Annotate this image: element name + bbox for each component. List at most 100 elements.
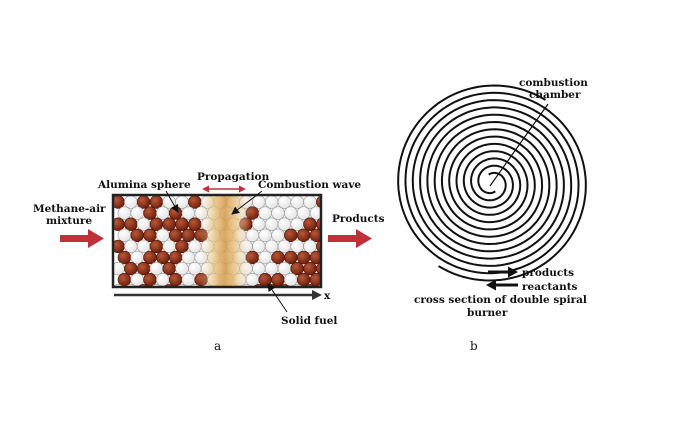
solid-fuel-sphere — [143, 273, 157, 286]
solid-fuel-sphere — [296, 273, 311, 286]
reactants-label: reactants — [522, 281, 578, 293]
alumina-sphere — [303, 239, 317, 254]
alumina-sphere — [252, 239, 266, 254]
alumina-sphere — [252, 196, 266, 209]
solid-fuel-sphere — [271, 273, 285, 286]
solid-fuel-sphere — [117, 273, 132, 286]
solid-fuel-sphere — [323, 273, 336, 286]
alumina-sphere — [258, 206, 272, 220]
alumina-sphere — [271, 206, 285, 220]
products-label: Products — [332, 213, 385, 225]
solid-fuel-sphere — [149, 217, 164, 231]
alumina-sphere — [271, 228, 285, 243]
alumina-sphere — [126, 284, 136, 286]
solid-fuel-sphere — [296, 228, 311, 243]
alumina-sphere — [177, 284, 187, 286]
combustion-wave-label: Combustion wave — [258, 179, 361, 191]
solid-fuel-sphere — [290, 261, 304, 276]
panel-a: Methane-air mixture Alumina sphere Propa… — [33, 171, 385, 353]
solid-fuel-sphere — [143, 206, 157, 220]
spiral-channel-1 — [404, 91, 587, 282]
solid-fuel-sphere — [309, 273, 320, 286]
solid-fuel-sphere — [143, 250, 157, 265]
alumina-sphere — [124, 239, 138, 254]
alumina-sphere — [175, 261, 189, 276]
solid-fuel-sphere — [162, 217, 176, 231]
alumina-sphere — [117, 206, 132, 220]
solid-fuel-sphere — [336, 251, 349, 264]
solid-fuel-sphere — [175, 239, 189, 254]
solid-fuel-sphere — [143, 228, 157, 243]
alumina-label: Alumina sphere — [97, 179, 191, 191]
bed-border — [111, 193, 323, 289]
solid-fuel-sphere — [329, 262, 342, 275]
propagation-arrow — [202, 185, 246, 193]
alumina-sphere — [264, 217, 279, 231]
alumina-sphere — [156, 228, 170, 243]
alumina-sphere — [296, 206, 311, 220]
alumina-sphere — [117, 228, 132, 243]
alumina-sphere — [175, 196, 189, 209]
alumina-sphere — [258, 250, 272, 265]
alumina-sphere — [264, 261, 279, 276]
inlet-label-line1: Methane-air — [33, 203, 106, 215]
alumina-sphere — [277, 196, 292, 209]
solid-fuel-sphere — [168, 228, 183, 243]
panel-a-caption: a — [214, 339, 221, 353]
solid-fuel-sphere — [175, 217, 189, 231]
alumina-sphere — [188, 239, 202, 254]
chamber-label-line2: chamber — [529, 89, 581, 101]
solid-fuel-sphere — [329, 196, 342, 209]
alumina-sphere — [252, 261, 266, 276]
alumina-sphere — [130, 250, 144, 265]
alumina-sphere — [151, 284, 162, 286]
inlet-arrow — [60, 229, 104, 248]
solid-fuel-sphere — [149, 196, 164, 209]
solid-fuel-sphere — [181, 228, 196, 243]
solid-fuel-sphere — [254, 284, 264, 286]
solid-fuel-sphere — [309, 228, 320, 242]
outlet-arrow — [328, 229, 372, 248]
alumina-sphere — [130, 273, 144, 286]
solid-fuel-sphere — [164, 284, 174, 286]
solid-fuel-sphere — [168, 273, 183, 286]
alumina-sphere — [124, 196, 138, 209]
alumina-sphere — [323, 251, 336, 264]
solid-fuel-sphere — [279, 284, 290, 286]
x-axis — [114, 290, 322, 300]
solid-fuel-sphere — [305, 284, 315, 286]
solid-fuel-sphere — [316, 240, 320, 253]
alumina-sphere — [290, 196, 304, 209]
solid-fuel-sphere — [188, 196, 202, 209]
panel-b-caption: b — [470, 339, 478, 353]
alumina-sphere — [277, 239, 292, 254]
alumina-sphere — [252, 217, 266, 231]
solid-fuel-sphere — [130, 228, 144, 243]
axis-label: x — [324, 290, 331, 302]
alumina-sphere — [190, 284, 200, 286]
solid-fuel-sphere — [296, 250, 311, 265]
solid-fuel-sphere — [258, 273, 272, 286]
solid-fuel-sphere — [136, 196, 151, 209]
solid-fuel-sphere — [271, 250, 285, 265]
solid-fuel-sphere — [136, 261, 151, 276]
alumina-sphere — [114, 284, 123, 286]
solid-fuel-sphere — [284, 228, 298, 243]
solid-fuel-sphere — [316, 218, 320, 231]
alumina-sphere — [136, 239, 151, 254]
wave-leader — [231, 190, 263, 215]
combustion-wave-zone — [200, 196, 250, 286]
solid-fuel-sphere — [188, 217, 202, 231]
chamber-label-line1: combustion — [519, 77, 588, 89]
solid-fuel-sphere — [309, 250, 320, 265]
alumina-sphere — [149, 261, 164, 276]
alumina-sphere — [277, 217, 292, 231]
alumina-sphere — [130, 206, 144, 220]
alumina-sphere — [309, 206, 320, 220]
section-label-line1: cross section of double spiral — [414, 294, 587, 306]
chamber-leader — [489, 103, 549, 187]
solid-fuel-label: Solid fuel — [281, 315, 337, 327]
alumina-sphere — [181, 250, 196, 265]
products-label-b: products — [522, 267, 574, 279]
solid-fuel-sphere — [303, 261, 317, 276]
